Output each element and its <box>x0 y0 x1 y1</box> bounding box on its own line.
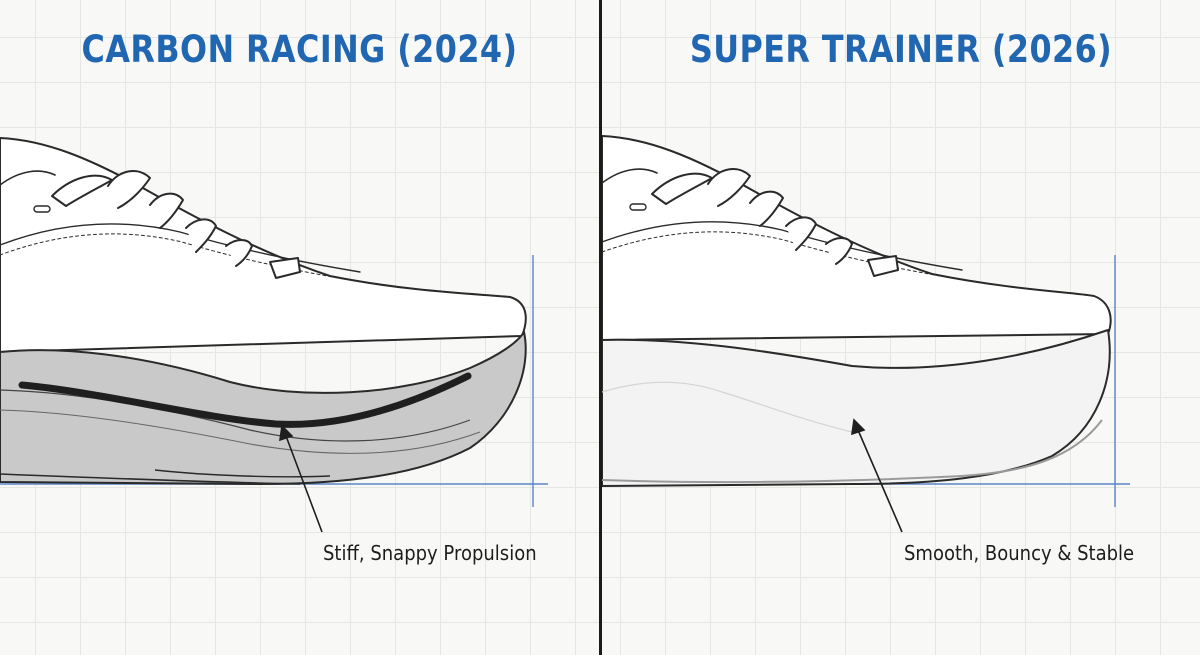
panel-divider <box>599 0 602 655</box>
midsole-foam <box>602 329 1111 487</box>
super-trainer-shoe-illustration <box>602 135 1130 533</box>
panel-super-trainer: SUPER TRAINER (2026) Smooth, Bouncy & St… <box>602 0 1200 655</box>
callout-arrow <box>851 418 903 533</box>
callout-caption: Stiff, Snappy Propulsion <box>323 541 537 565</box>
shoe-upper <box>602 135 1112 341</box>
carbon-racing-shoe-illustration <box>0 137 548 533</box>
midsole-carbon <box>0 331 527 485</box>
callout-caption: Smooth, Bouncy & Stable <box>904 541 1135 565</box>
laces <box>651 168 899 277</box>
carbon-plate <box>18 372 472 428</box>
panel-title: SUPER TRAINER (2026) <box>689 28 1113 71</box>
panel-title: CARBON RACING (2024) <box>81 28 518 71</box>
panel-carbon-racing: CARBON RACING (2024) Stiff, Snappy Propu… <box>0 0 599 655</box>
shoe-upper <box>0 137 527 353</box>
callout-arrow <box>279 424 323 533</box>
laces <box>51 170 301 279</box>
